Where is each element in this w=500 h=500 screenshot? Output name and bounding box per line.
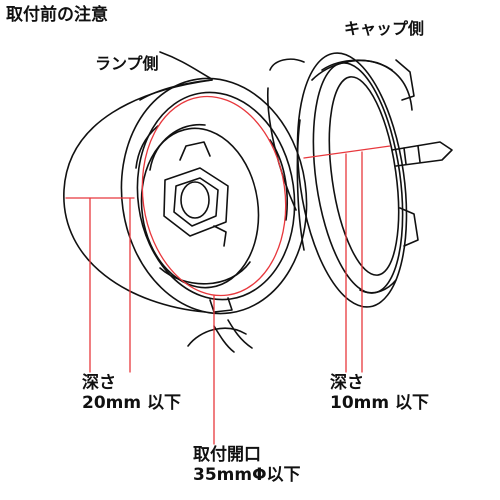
opening-circle (141, 95, 287, 297)
depth-lamp-note: 深さ 20mm 以下 (82, 373, 182, 413)
diagram-title: 取付前の注意 (6, 5, 108, 25)
cap-side-label: キャップ側 (344, 19, 425, 38)
lamp-body (63, 77, 308, 315)
depth-10-horizontal (303, 145, 391, 159)
lamp-side-label: ランプ側 (95, 54, 159, 73)
depth-lamp-line1: 深さ (82, 373, 116, 393)
depth-cap-line2: 10mm 以下 (330, 392, 430, 413)
depth-cap-note: 深さ 10mm 以下 (330, 373, 430, 413)
opening-line1: 取付開口 (193, 445, 261, 465)
opening-line2: 35mmΦ以下 (193, 464, 301, 485)
dimension-lines (65, 95, 391, 445)
depth-cap-line1: 深さ (330, 373, 364, 393)
lamp-wire (159, 51, 211, 79)
opening-note: 取付開口 35mmΦ以下 (193, 445, 301, 485)
depth-lamp-line2: 20mm 以下 (82, 392, 182, 413)
cap-body (266, 52, 453, 308)
